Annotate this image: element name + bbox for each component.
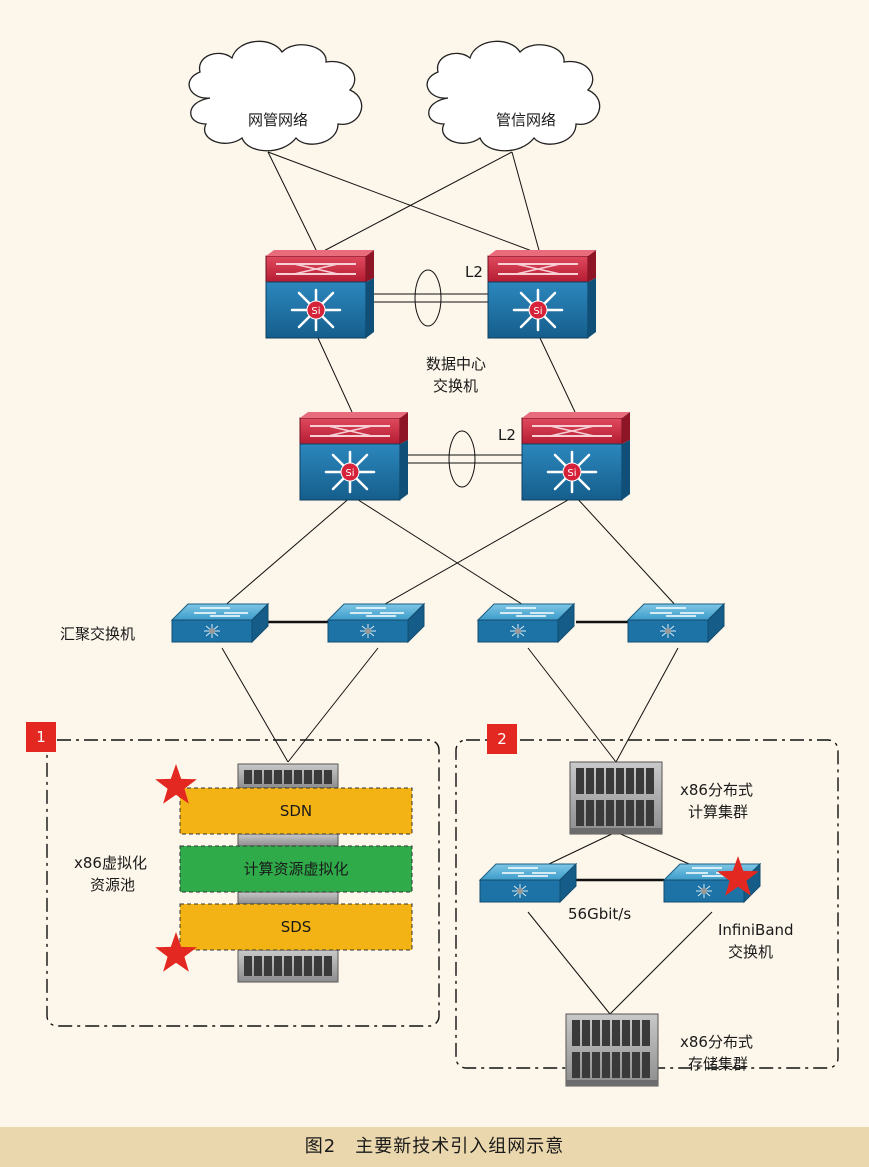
layer-compute-virtualization xyxy=(179,845,413,893)
compute-cluster-server xyxy=(569,761,663,835)
caption-bar: 图2 主要新技术引入组网示意 xyxy=(0,1127,869,1167)
datacenter-switch-label-line2: 交换机 xyxy=(433,377,479,395)
pool-label-line1: x86虚拟化 xyxy=(74,854,147,872)
layer-sdn xyxy=(179,787,413,835)
star-icon-sds xyxy=(155,932,197,972)
storage-cluster-server xyxy=(565,1013,659,1087)
core-switch-top-right xyxy=(486,248,598,340)
star-icon-infiniband xyxy=(717,856,759,896)
agg-switch-1 xyxy=(171,603,269,643)
layer-label-sdn: SDN xyxy=(279,802,313,820)
cloud-management-info xyxy=(426,40,601,152)
core-switch-bottom-left xyxy=(298,410,410,502)
infiniband-switch-left xyxy=(479,863,577,903)
storage-cluster-label-line2: 存储集群 xyxy=(688,1055,749,1073)
connection-lines xyxy=(221,151,713,1015)
layer-sds xyxy=(179,903,413,951)
l2-bundle-bottom xyxy=(448,430,476,488)
agg-switch-4 xyxy=(627,603,725,643)
figure-caption: 图2 主要新技术引入组网示意 xyxy=(304,1136,565,1157)
region-1-boundary xyxy=(46,739,440,1027)
infiniband-label-line2: 交换机 xyxy=(728,943,774,961)
compute-cluster-label-line1: x86分布式 xyxy=(680,781,753,799)
cloud-label-management-info: 管信网络 xyxy=(496,111,557,129)
region-2-boundary xyxy=(455,739,839,1069)
aggregation-switch-label: 汇聚交换机 xyxy=(60,625,136,643)
cloud-network-management xyxy=(188,40,363,152)
infiniband-label-line1: InfiniBand xyxy=(718,921,794,939)
agg-switch-3 xyxy=(477,603,575,643)
datacenter-switch-label-line1: 数据中心 xyxy=(426,355,487,373)
link-speed-label: 56Gbit/s xyxy=(568,905,632,923)
star-icon-sdn xyxy=(155,764,197,804)
layer-label-compute-virtualization: 计算资源虚拟化 xyxy=(243,860,349,878)
compute-cluster-label-line2: 计算集群 xyxy=(688,803,749,821)
region-2-badge: 2 xyxy=(487,724,517,754)
layer-label-sds: SDS xyxy=(280,918,312,936)
region-1-badge: 1 xyxy=(26,722,56,752)
l2-label-bottom: L2 xyxy=(498,426,516,444)
network-diagram: Si xyxy=(46,40,839,1087)
pool-label-line2: 资源池 xyxy=(90,876,136,894)
core-switch-top-left xyxy=(264,248,376,340)
agg-switch-2 xyxy=(327,603,425,643)
cloud-label-network-management: 网管网络 xyxy=(248,111,309,129)
storage-cluster-label-line1: x86分布式 xyxy=(680,1033,753,1051)
l2-bundle-top xyxy=(414,269,442,327)
l2-label-top: L2 xyxy=(465,263,483,281)
core-switch-bottom-right xyxy=(520,410,632,502)
